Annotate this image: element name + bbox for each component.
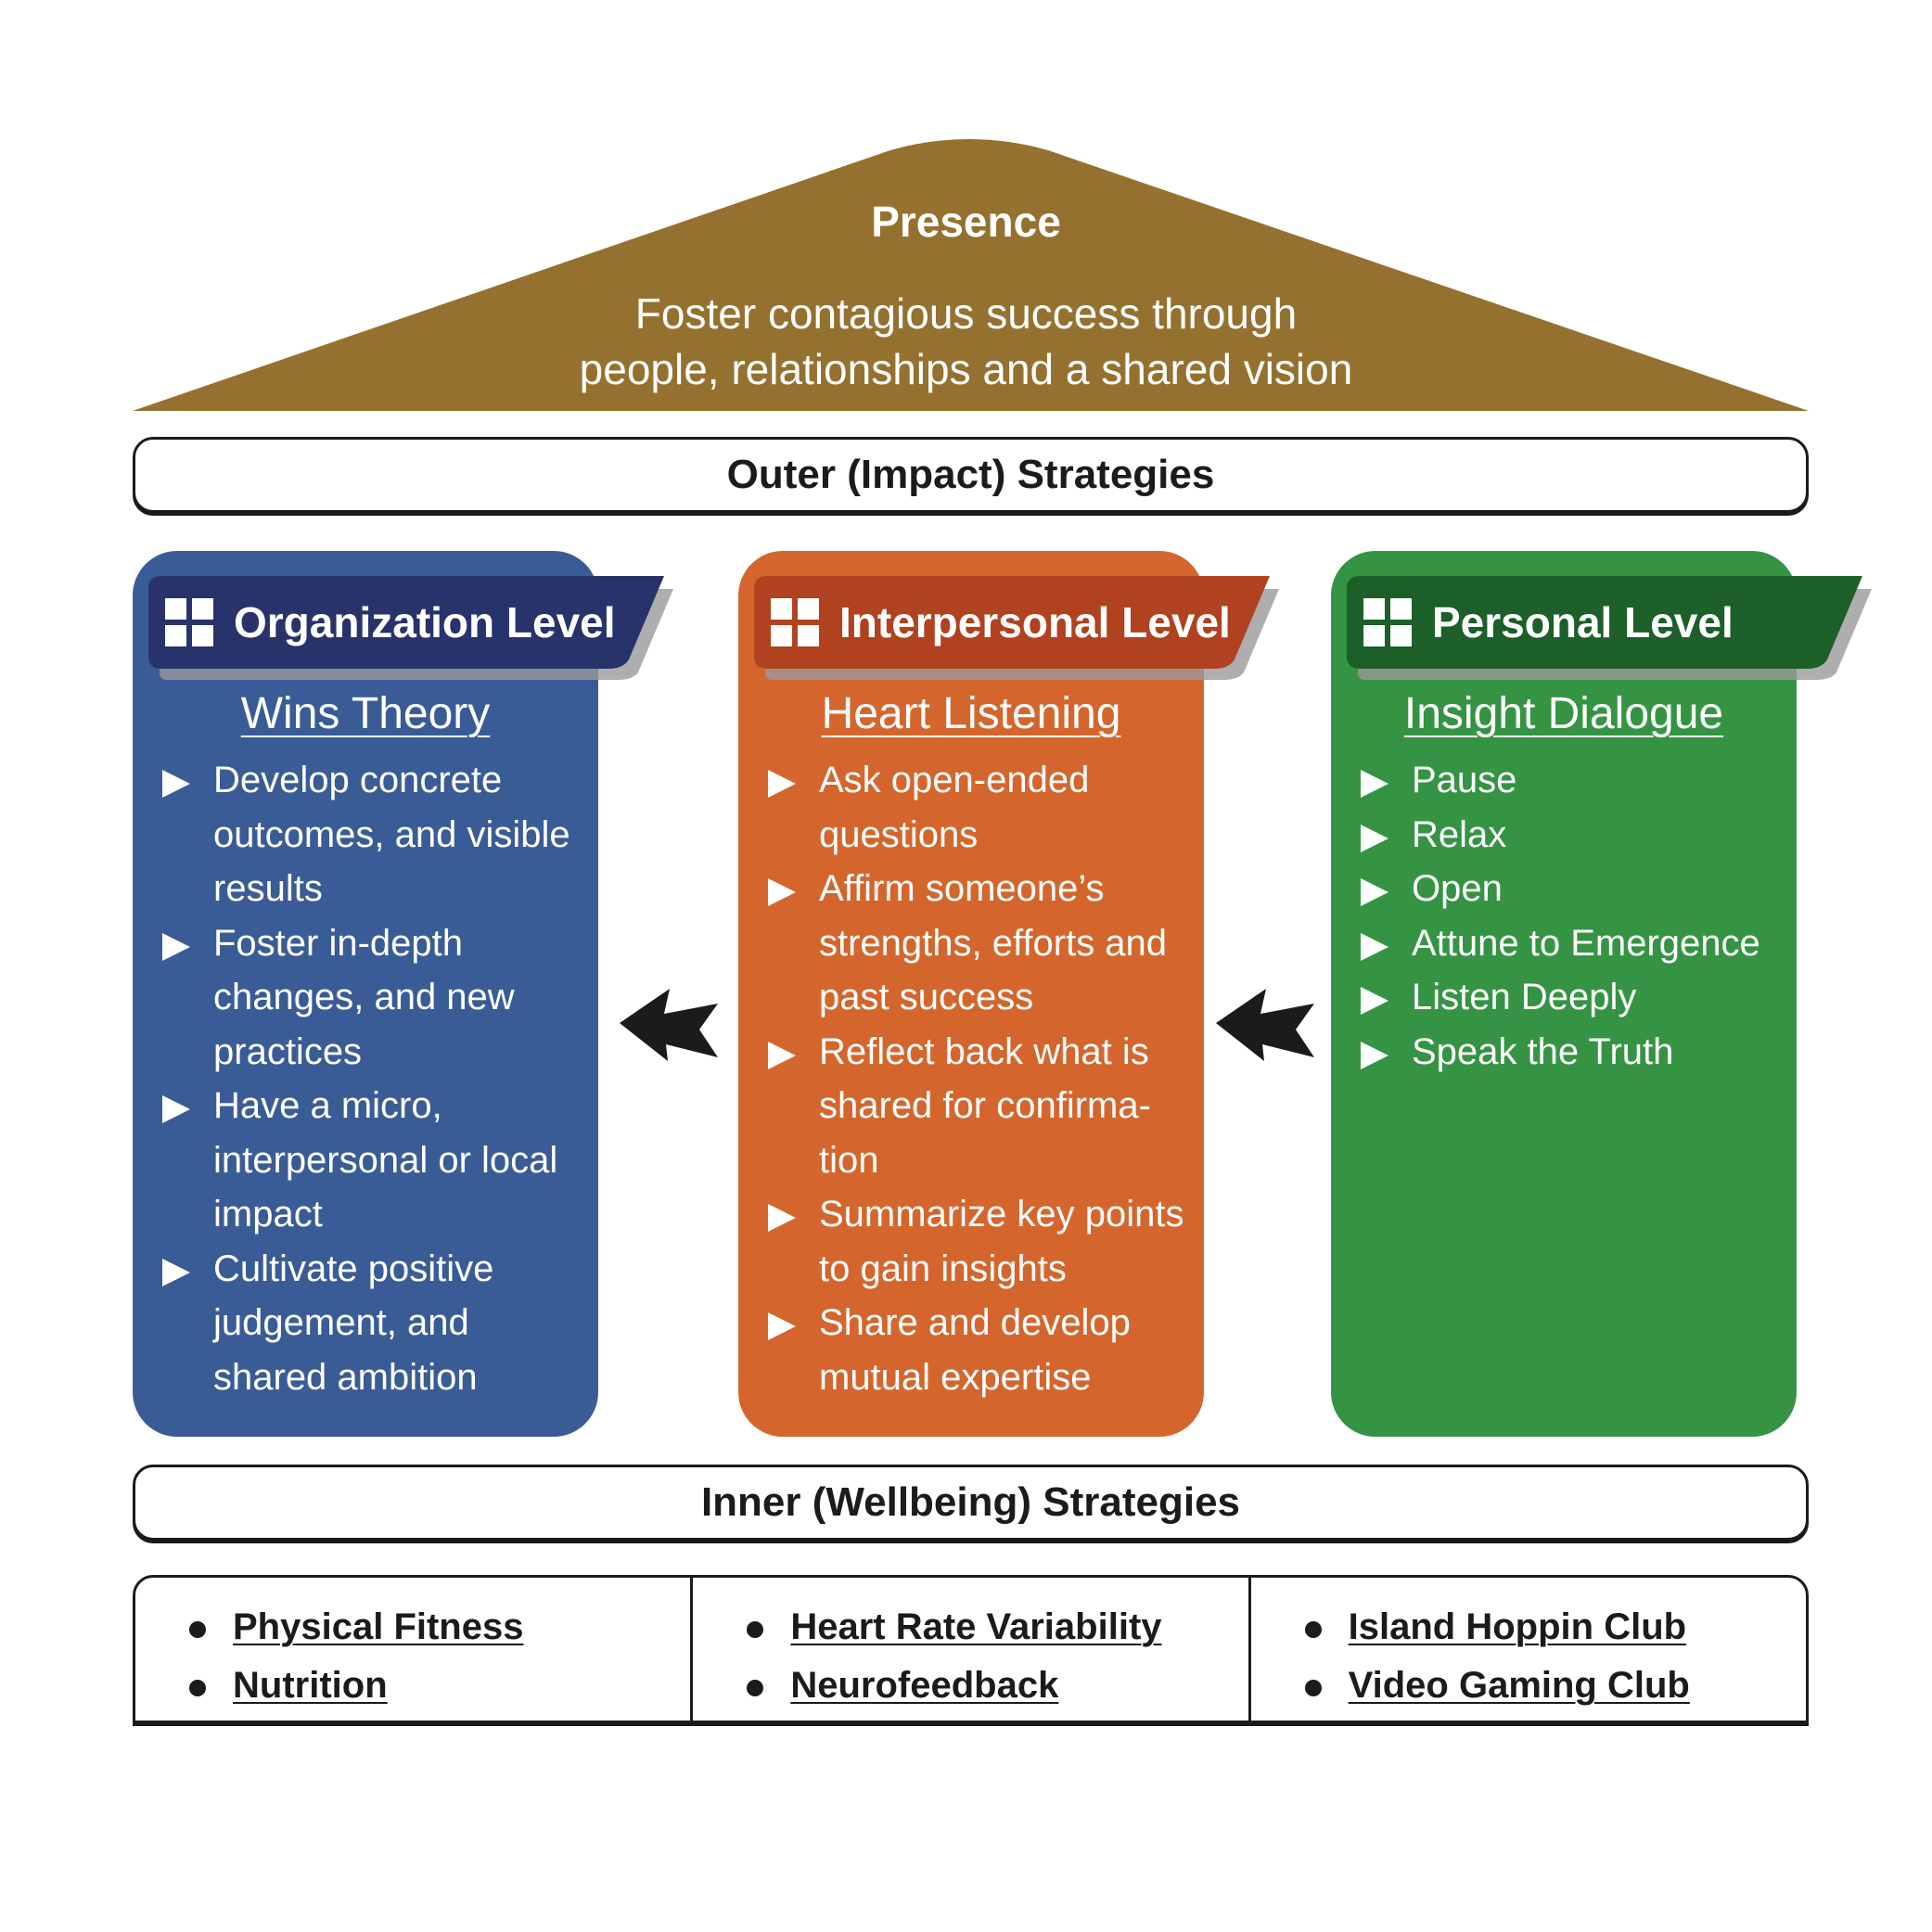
triangle-bullet-icon xyxy=(162,770,190,798)
island-hoppin-club-link[interactable]: Island Hoppin Club xyxy=(1348,1606,1687,1647)
triangle-bullet-icon xyxy=(1361,987,1388,1015)
bullet-icon xyxy=(189,1680,206,1696)
list-item: Relax xyxy=(1361,808,1778,863)
list-item: Cultivate positive judgement, and shared… xyxy=(162,1242,580,1405)
list-item: Affirm someone’s strengths, efforts and … xyxy=(768,862,1185,1025)
list-item: Video Gaming Club xyxy=(1304,1657,1690,1715)
triangle-bullet-icon xyxy=(1361,1041,1388,1069)
list-item: Pause xyxy=(1361,753,1778,808)
double-arrow-left-icon xyxy=(620,989,718,1061)
wellbeing-cell: Physical Fitness Nutrition xyxy=(135,1578,694,1721)
grid-icon xyxy=(1363,598,1412,646)
list-item: Physical Fitness xyxy=(189,1598,523,1657)
heart-rate-variability-link[interactable]: Heart Rate Variability xyxy=(790,1606,1162,1647)
list-item: Reflect back what is shared for confirma… xyxy=(768,1025,1185,1188)
list-item: Speak the Truth xyxy=(1361,1025,1778,1080)
triangle-bullet-icon xyxy=(1361,878,1388,906)
presence-title: Presence xyxy=(871,198,1061,246)
wins-theory-link[interactable]: Wins Theory xyxy=(240,689,491,738)
list-item: Neurofeedback xyxy=(747,1657,1161,1715)
triangle-bullet-icon xyxy=(768,1204,796,1232)
neurofeedback-link[interactable]: Neurofeedback xyxy=(790,1665,1059,1706)
personal-level-header: Personal Level xyxy=(1347,576,1874,680)
bullet-icon xyxy=(1304,1680,1322,1696)
list-item: Attune to Emergence xyxy=(1361,916,1778,971)
outer-strategies-bar: Outer (Impact) Strategies xyxy=(133,437,1809,513)
triangle-bullet-icon xyxy=(1361,932,1388,961)
list-item: Foster in-depth changes, and new practic… xyxy=(162,916,580,1080)
video-gaming-club-link[interactable]: Video Gaming Club xyxy=(1348,1665,1690,1706)
grid-icon xyxy=(771,598,819,646)
grid-icon xyxy=(165,598,213,646)
triangle-bullet-icon xyxy=(768,770,796,798)
outer-strategies-label: Outer (Impact) Strategies xyxy=(726,452,1215,497)
triangle-bullet-icon xyxy=(1361,770,1388,798)
organization-level-header: Organization Level xyxy=(148,576,675,680)
insight-dialogue-link[interactable]: Insight Dialogue xyxy=(1403,689,1724,738)
wellbeing-table: Physical Fitness Nutrition Heart Rate Va… xyxy=(133,1575,1809,1723)
interpersonal-items-list: Ask open-ended questions Affirm someone’… xyxy=(768,753,1185,1404)
header-banner-shape xyxy=(754,576,1279,680)
triangle-bullet-icon xyxy=(768,878,796,906)
triangle-bullet-icon xyxy=(768,1312,796,1340)
triangle-bullet-icon xyxy=(1361,824,1388,852)
bullet-icon xyxy=(747,1621,764,1638)
presence-line-2: people, relationships and a shared visio… xyxy=(579,345,1353,393)
wellbeing-cell: Island Hoppin Club Video Gaming Club xyxy=(1251,1578,1806,1721)
list-item: Heart Rate Variability xyxy=(747,1598,1162,1657)
list-item: Ask open-ended questions xyxy=(768,753,1185,862)
triangle-bullet-icon xyxy=(162,1258,190,1286)
column-header-label: Interpersonal Level xyxy=(839,598,1231,646)
physical-fitness-link[interactable]: Physical Fitness xyxy=(233,1606,524,1647)
bullet-icon xyxy=(1304,1621,1322,1638)
personal-items-list: Pause Relax Open Attune to Emergence Lis… xyxy=(1361,753,1778,1079)
list-item: Open xyxy=(1361,862,1778,916)
header-banner-shape xyxy=(1347,576,1872,680)
presence-description: Foster contagious success through people… xyxy=(0,286,1932,397)
bullet-icon xyxy=(189,1621,206,1638)
list-item: Have a micro, interpersonal or local imp… xyxy=(162,1079,580,1242)
list-item: Summarize key points to gain insights xyxy=(768,1187,1185,1296)
header-banner-shape xyxy=(148,576,673,680)
inner-strategies-label: Inner (Wellbeing) Strategies xyxy=(700,1479,1241,1525)
inner-strategies-bar: Inner (Wellbeing) Strategies xyxy=(133,1465,1809,1541)
presence-line-1: Foster contagious success through xyxy=(634,289,1298,338)
personal-level-column: Personal Level Insight Dialogue Pause Re… xyxy=(1331,551,1872,1437)
column-header-label: Organization Level xyxy=(234,598,616,646)
nutrition-link[interactable]: Nutrition xyxy=(233,1665,388,1706)
bullet-icon xyxy=(747,1680,764,1696)
triangle-bullet-icon xyxy=(162,1095,190,1123)
list-item: Listen Deeply xyxy=(1361,970,1778,1025)
list-item: Develop concrete outcomes, and visible r… xyxy=(162,753,580,916)
column-header-label: Personal Level xyxy=(1432,598,1734,646)
wellbeing-cell: Heart Rate Variability Neurofeedback xyxy=(693,1578,1251,1721)
interpersonal-level-header: Interpersonal Level xyxy=(754,576,1281,680)
double-arrow-left-icon xyxy=(1216,989,1314,1061)
triangle-bullet-icon xyxy=(768,1041,796,1069)
organization-level-column: Organization Level Wins Theory Develop c… xyxy=(133,551,673,1437)
list-item: Island Hoppin Club xyxy=(1304,1598,1690,1657)
organization-items-list: Develop concrete outcomes, and visible r… xyxy=(162,753,580,1404)
roof-shape xyxy=(133,139,1809,411)
interpersonal-level-column: Interpersonal Level Heart Listening Ask … xyxy=(738,551,1279,1437)
list-item: Nutrition xyxy=(189,1657,523,1715)
heart-listening-link[interactable]: Heart Listening xyxy=(821,689,1121,738)
list-item: Share and develop mutual expertise xyxy=(768,1296,1185,1404)
triangle-bullet-icon xyxy=(162,932,190,961)
